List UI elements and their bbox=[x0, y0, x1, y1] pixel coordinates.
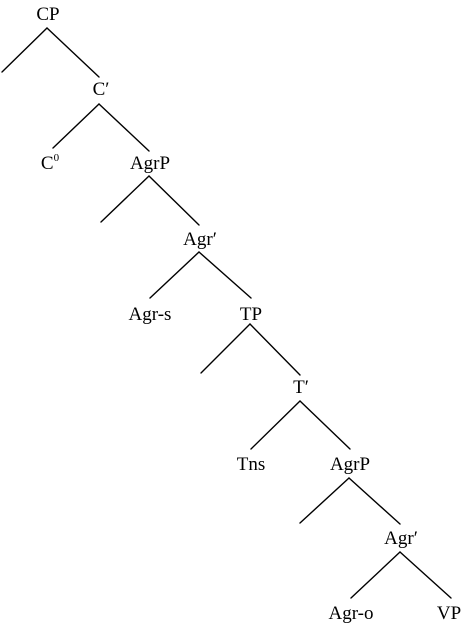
node-c-bar: C′ bbox=[93, 79, 110, 100]
branch-agrp-spec bbox=[100, 175, 150, 223]
branch-tbar-tns bbox=[250, 400, 301, 450]
branch-tp-tbar bbox=[249, 323, 301, 376]
branch-tp-spec bbox=[200, 323, 251, 374]
node-tns: Tns bbox=[237, 454, 266, 475]
node-agrp-upper: AgrP bbox=[130, 153, 170, 174]
node-agr-bar-upper: Agr′ bbox=[183, 229, 217, 250]
node-tp: TP bbox=[240, 304, 262, 325]
branch-cbar-agrp bbox=[98, 103, 150, 152]
branch-agrbar-agrs bbox=[149, 251, 200, 299]
branch-cp-cbar bbox=[46, 27, 100, 78]
branch-tbar-agrp bbox=[299, 400, 351, 450]
branch-agrbar2-agro bbox=[350, 551, 401, 599]
node-agr-bar-lower: Agr′ bbox=[384, 528, 418, 549]
branch-agrbar2-vp bbox=[399, 551, 452, 599]
branch-cbar-c0 bbox=[52, 103, 100, 149]
branch-agrp2-spec bbox=[299, 477, 350, 524]
branch-agrbar-tp bbox=[198, 251, 252, 299]
branch-agrp-agrbar bbox=[148, 175, 200, 226]
node-c0-superscript: 0 bbox=[54, 152, 60, 164]
node-cp: CP bbox=[36, 4, 59, 25]
node-vp: VP bbox=[437, 603, 461, 624]
node-t-bar: T′ bbox=[293, 377, 309, 398]
tree-branches bbox=[1, 27, 452, 599]
branch-cp-spec bbox=[1, 27, 48, 73]
node-c0-label: C bbox=[41, 153, 54, 174]
node-agr-s: Agr-s bbox=[129, 304, 172, 325]
node-c0: C0 bbox=[41, 152, 60, 174]
tree-labels: CP C′ C0 AgrP Agr′ Agr-s TP T′ Tns AgrP … bbox=[36, 4, 461, 624]
branch-agrp2-agrbar bbox=[348, 477, 401, 525]
node-agr-o: Agr-o bbox=[329, 603, 374, 624]
node-agrp-lower: AgrP bbox=[330, 454, 370, 475]
